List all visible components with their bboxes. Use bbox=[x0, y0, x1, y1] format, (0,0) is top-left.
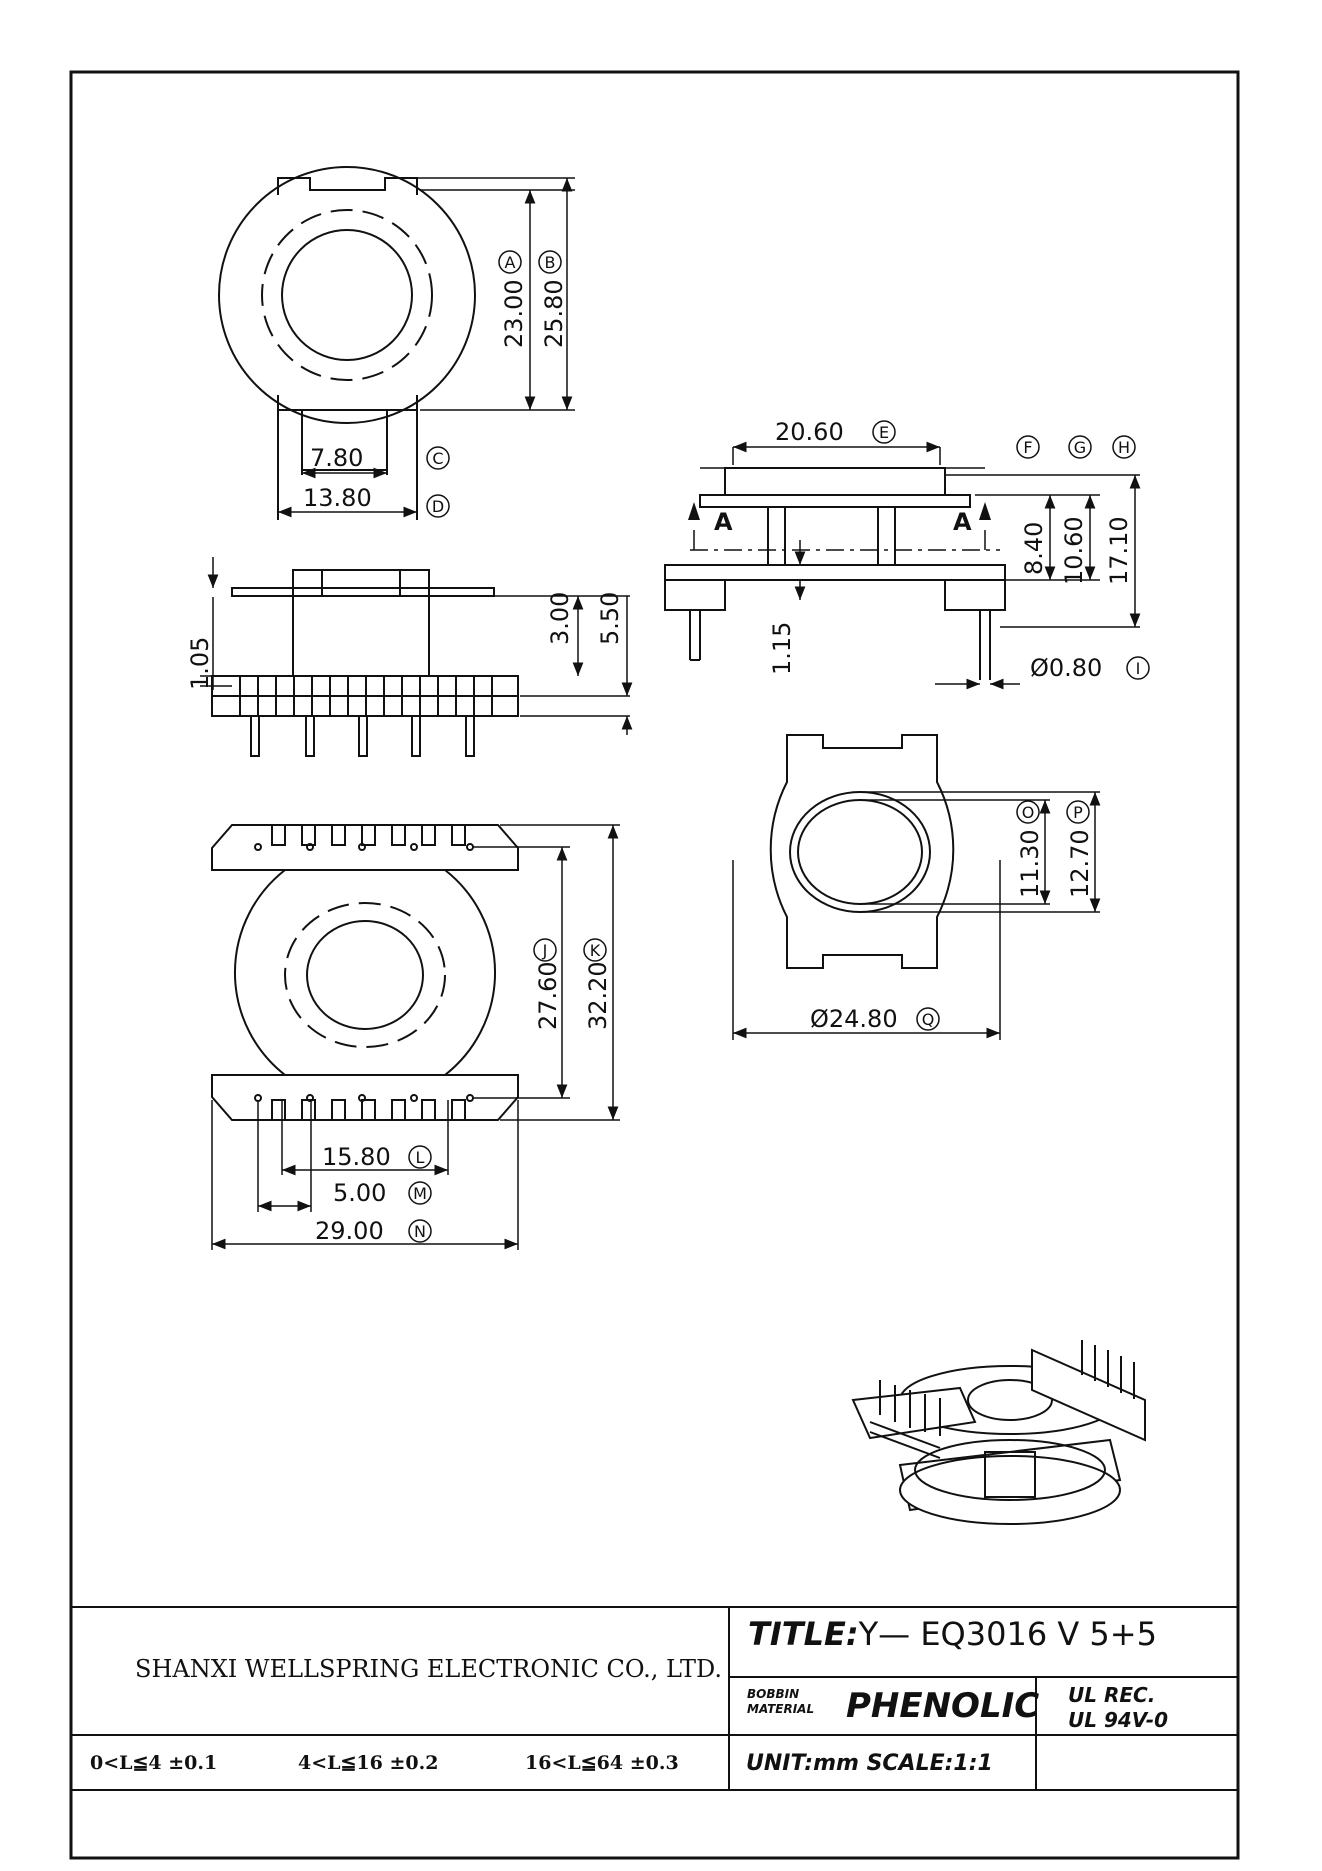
tolerance-2: 4<L≦16 ±0.2 bbox=[298, 1752, 439, 1774]
mark-o: O bbox=[1016, 800, 1040, 824]
bottom-view bbox=[211, 824, 620, 1250]
dim-j: 27.60 bbox=[534, 961, 562, 1030]
mark-h-header: H bbox=[1112, 435, 1136, 459]
svg-text:Q: Q bbox=[922, 1010, 935, 1029]
svg-text:L: L bbox=[416, 1148, 425, 1167]
dim-l: 15.80 bbox=[322, 1143, 391, 1171]
tolerance-3: 16<L≦64 ±0.3 bbox=[525, 1752, 679, 1774]
mark-d: D bbox=[426, 494, 450, 518]
dim-1-15: 1.15 bbox=[768, 622, 796, 675]
mark-b: B bbox=[538, 250, 562, 274]
company-name: SHANXI WELLSPRING ELECTRONIC CO., LTD. bbox=[135, 1655, 722, 1683]
bobbin-label: BOBBIN MATERIAL bbox=[747, 1687, 814, 1717]
dim-3-00: 3.00 bbox=[546, 592, 574, 645]
svg-text:P: P bbox=[1073, 803, 1083, 822]
mark-c: C bbox=[426, 446, 450, 470]
dim-n: 29.00 bbox=[315, 1217, 384, 1245]
mark-j: J bbox=[533, 938, 557, 962]
svg-text:N: N bbox=[414, 1222, 426, 1241]
bobbin-label-line1: BOBBIN bbox=[747, 1687, 800, 1701]
dim-m: 5.00 bbox=[333, 1179, 386, 1207]
svg-text:M: M bbox=[413, 1184, 427, 1203]
flange-view bbox=[732, 734, 1101, 1040]
tolerance-1: 0<L≦4 ±0.1 bbox=[90, 1752, 218, 1774]
dim-1-05: 1.05 bbox=[186, 637, 214, 690]
svg-text:C: C bbox=[432, 449, 443, 468]
dim-a: 23.00 bbox=[500, 279, 528, 348]
dim-b: 25.80 bbox=[540, 279, 568, 348]
mark-m: M bbox=[408, 1181, 432, 1205]
dim-i: Ø0.80 bbox=[1030, 654, 1102, 682]
title-label: TITLE: bbox=[748, 1615, 859, 1653]
dim-c: 7.80 bbox=[310, 444, 363, 472]
material-value: PHENOLIC bbox=[846, 1686, 1040, 1726]
mark-e: E bbox=[872, 420, 896, 444]
dim-e: 20.60 bbox=[775, 418, 844, 446]
svg-text:I: I bbox=[1136, 659, 1141, 678]
dim-5-50: 5.50 bbox=[596, 592, 624, 645]
dim-17-10: 17.10 bbox=[1105, 516, 1133, 585]
svg-text:E: E bbox=[879, 423, 889, 442]
dim-d: 13.80 bbox=[303, 484, 372, 512]
svg-text:O: O bbox=[1022, 803, 1035, 822]
svg-text:G: G bbox=[1074, 438, 1086, 457]
svg-text:D: D bbox=[432, 497, 444, 516]
section-arrow-left bbox=[688, 502, 700, 520]
front-view bbox=[200, 557, 633, 757]
mark-l: L bbox=[408, 1145, 432, 1169]
isometric-view bbox=[851, 1340, 1146, 1525]
svg-text:H: H bbox=[1118, 438, 1130, 457]
mark-i: I bbox=[1126, 656, 1150, 680]
dim-q: Ø24.80 bbox=[810, 1005, 898, 1033]
svg-text:B: B bbox=[545, 253, 556, 272]
section-label-left: A bbox=[714, 508, 733, 536]
dim-p: 12.70 bbox=[1066, 829, 1094, 898]
title-value: Y— EQ3016 V 5+5 bbox=[858, 1615, 1157, 1653]
dim-k: 32.20 bbox=[584, 961, 612, 1030]
drawing-title: TITLE:Y— EQ3016 V 5+5 bbox=[748, 1615, 1157, 1653]
dim-o: 11.30 bbox=[1016, 829, 1044, 898]
section-arrow-right bbox=[979, 502, 991, 520]
mark-n: N bbox=[408, 1219, 432, 1243]
ul-rec: UL REC. bbox=[1068, 1683, 1156, 1707]
svg-text:A: A bbox=[505, 253, 516, 272]
mark-p: P bbox=[1066, 800, 1090, 824]
svg-text:F: F bbox=[1023, 438, 1032, 457]
ul-grade: UL 94V-0 bbox=[1068, 1708, 1169, 1732]
top-view bbox=[218, 166, 575, 520]
section-label-right: A bbox=[953, 508, 972, 536]
unit-scale: UNIT:mm SCALE:1:1 bbox=[746, 1751, 993, 1776]
mark-g-header: G bbox=[1068, 435, 1092, 459]
svg-text:J: J bbox=[542, 941, 548, 960]
svg-text:K: K bbox=[590, 941, 601, 960]
mark-q: Q bbox=[916, 1007, 940, 1031]
sheet-frame bbox=[69, 70, 1240, 1860]
mark-k: K bbox=[583, 938, 607, 962]
dim-8-40: 8.40 bbox=[1020, 522, 1048, 575]
mark-f-header: F bbox=[1016, 435, 1040, 459]
side-view bbox=[664, 441, 1141, 690]
bobbin-label-line2: MATERIAL bbox=[747, 1702, 815, 1716]
dim-10-60: 10.60 bbox=[1060, 516, 1088, 585]
title-block-lines bbox=[71, 1606, 1238, 1791]
mark-a: A bbox=[498, 250, 522, 274]
